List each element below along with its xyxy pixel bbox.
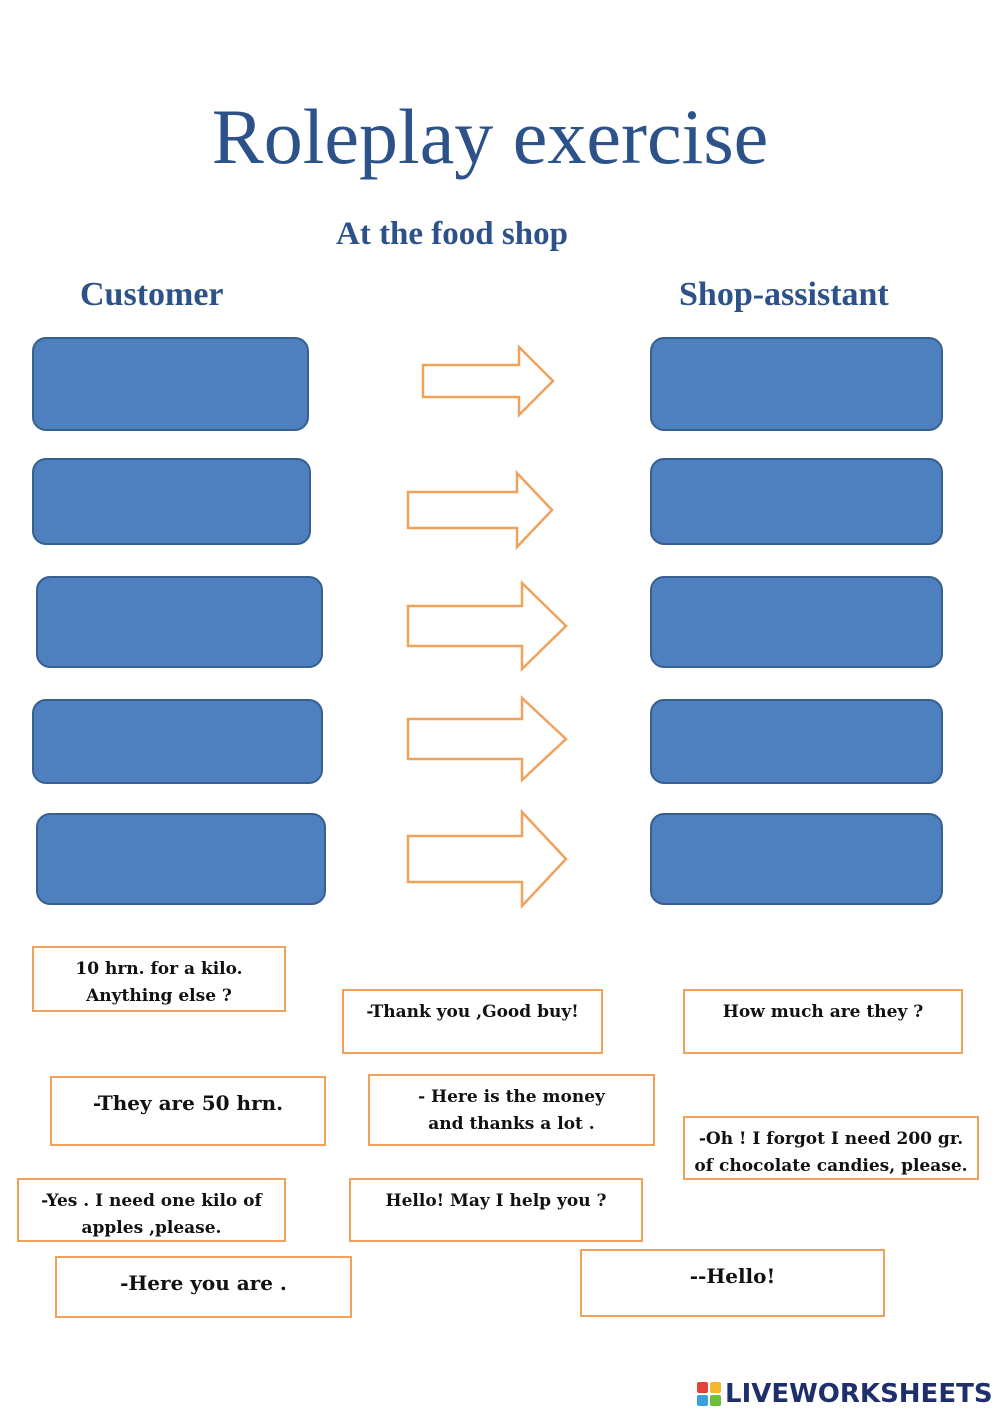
shop-assistant-drop-slot-5[interactable] — [650, 813, 943, 905]
right-arrow-icon — [421, 343, 555, 419]
dialogue-card[interactable]: - Here is the money and thanks a lot . — [368, 1074, 655, 1146]
dialogue-card[interactable]: --Hello! — [580, 1249, 885, 1317]
customer-drop-slot-2[interactable] — [32, 458, 311, 545]
logo-mark-icon — [697, 1382, 721, 1406]
card-line: --Hello! — [689, 1264, 776, 1288]
card-line: -Thank you ,Good buy! — [366, 1002, 579, 1022]
shop-assistant-drop-slot-2[interactable] — [650, 458, 943, 545]
shop-assistant-drop-slot-3[interactable] — [650, 576, 943, 668]
card-line: -Yes . I need one kilo of — [41, 1191, 262, 1211]
page-title: Roleplay exercise — [211, 93, 769, 180]
right-arrow-icon — [406, 808, 568, 910]
dialogue-card[interactable]: Hello! May I help you ? — [349, 1178, 643, 1242]
card-line: How much are they ? — [722, 1002, 924, 1022]
card-line: -They are 50 hrn. — [92, 1091, 284, 1115]
card-line: and thanks a lot . — [428, 1114, 595, 1134]
logo-text: LIVEWORKSHEETS — [725, 1379, 993, 1409]
card-line: of chocolate candies, please. — [694, 1156, 968, 1176]
dialogue-card[interactable]: -They are 50 hrn. — [50, 1076, 326, 1146]
dialogue-card[interactable]: How much are they ? — [683, 989, 963, 1054]
card-line: apples ,please. — [81, 1218, 222, 1238]
dialogue-card[interactable]: -Here you are . — [55, 1256, 352, 1318]
card-line: -Oh ! I forgot I need 200 gr. — [698, 1129, 964, 1149]
card-line: Anything else ? — [86, 986, 232, 1006]
dialogue-card[interactable]: 10 hrn. for a kilo. Anything else ? — [32, 946, 286, 1012]
column-heading-shop-assistant: Shop-assistant — [679, 276, 889, 313]
dialogue-card[interactable]: -Oh ! I forgot I need 200 gr. of chocola… — [683, 1116, 979, 1180]
customer-drop-slot-1[interactable] — [32, 337, 309, 431]
card-line: - Here is the money — [418, 1087, 605, 1107]
liveworksheets-logo: LIVEWORKSHEETS — [697, 1377, 993, 1411]
customer-drop-slot-3[interactable] — [36, 576, 323, 668]
right-arrow-icon — [406, 469, 554, 551]
card-line: -Here you are . — [120, 1271, 287, 1295]
shop-assistant-drop-slot-4[interactable] — [650, 699, 943, 784]
customer-drop-slot-4[interactable] — [32, 699, 323, 784]
right-arrow-icon — [406, 695, 568, 783]
dialogue-card[interactable]: -Yes . I need one kilo of apples ,please… — [17, 1178, 286, 1242]
card-line: Hello! May I help you ? — [385, 1191, 607, 1211]
page-subtitle: At the food shop — [336, 216, 568, 252]
dialogue-card[interactable]: -Thank you ,Good buy! — [342, 989, 603, 1054]
right-arrow-icon — [406, 580, 568, 672]
card-line: 10 hrn. for a kilo. — [75, 959, 243, 979]
column-heading-customer: Customer — [80, 276, 224, 313]
customer-drop-slot-5[interactable] — [36, 813, 326, 905]
shop-assistant-drop-slot-1[interactable] — [650, 337, 943, 431]
